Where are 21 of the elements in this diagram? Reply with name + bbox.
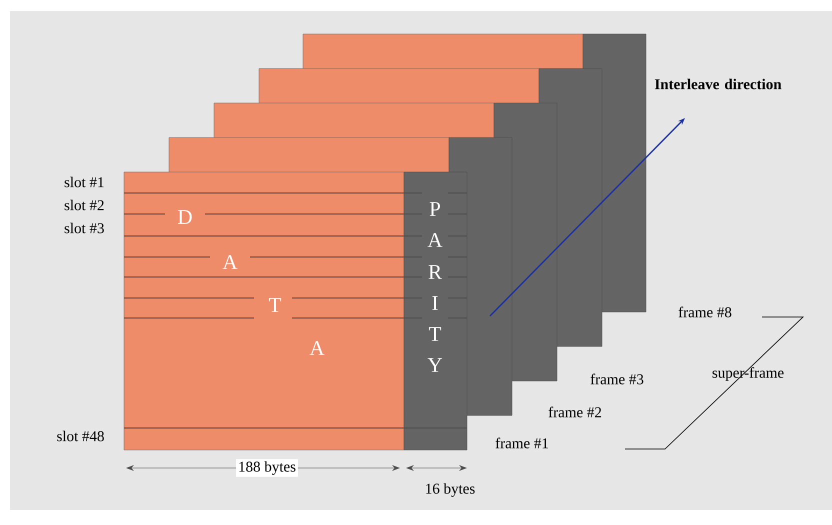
parity-letter: T — [428, 327, 442, 341]
parity-letter: P — [430, 202, 440, 216]
dimension-label: 188 bytes — [236, 459, 298, 477]
frame-label: frame #8 — [678, 306, 732, 318]
data-letter: D — [178, 210, 192, 224]
parity-letter: I — [432, 296, 438, 310]
data-letter: A — [310, 341, 324, 355]
data-letter: T — [268, 298, 282, 312]
frame-label: frame #2 — [548, 406, 602, 418]
frame-label: 16 bytes — [426, 483, 475, 497]
parity-letter: R — [428, 265, 442, 279]
annotation-text: Interleave direction — [654, 78, 782, 90]
frame-label: frame #1 — [496, 438, 548, 448]
parity-letter: Y — [428, 358, 442, 372]
slot-label: slot #2 — [64, 200, 104, 210]
parity-letter: A — [428, 233, 442, 247]
slot-label: slot #3 — [64, 222, 104, 234]
slot-label: slot #1 — [64, 176, 104, 188]
data-letter: A — [222, 255, 238, 269]
slot-label: slot #48 — [57, 430, 104, 442]
frame-label: frame #3 — [590, 374, 644, 384]
